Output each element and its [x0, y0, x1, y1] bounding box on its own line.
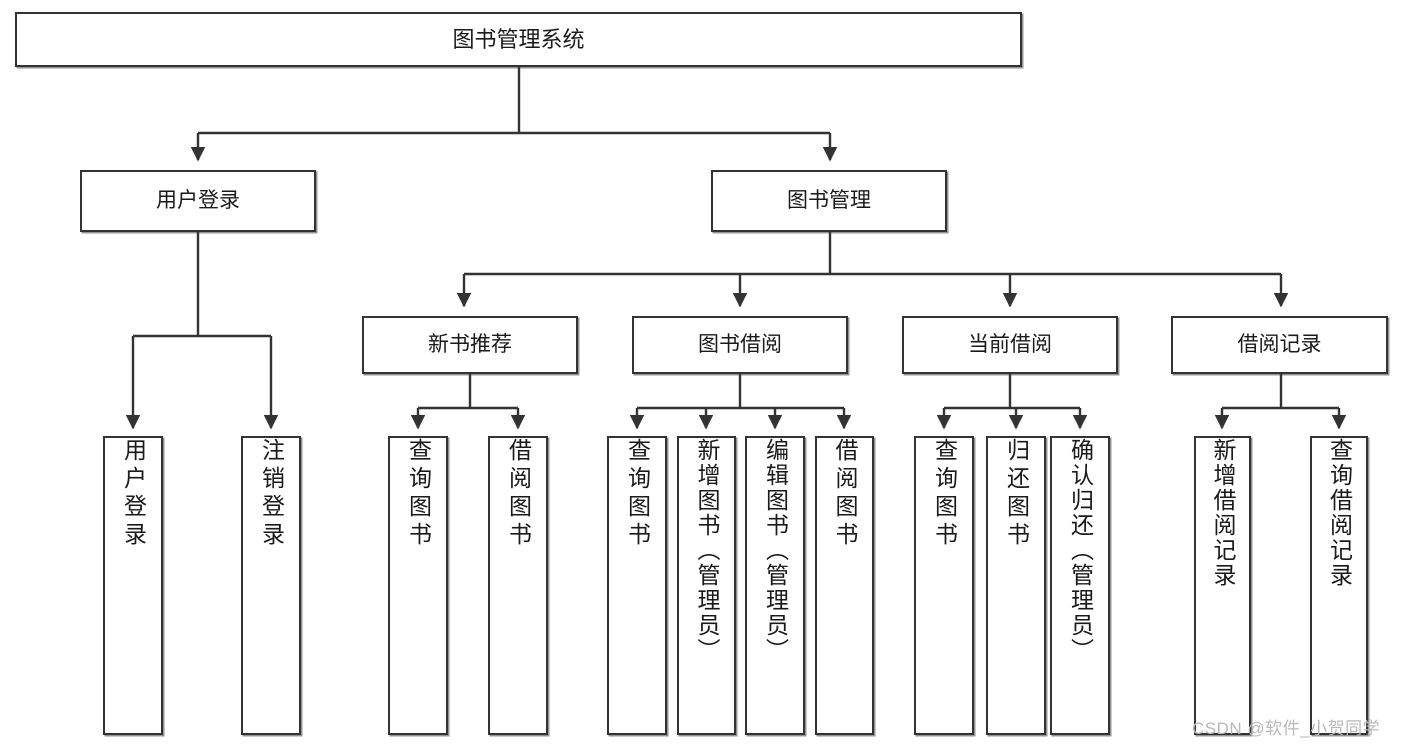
csdn-watermark: CSDN @软件_小贺同学 — [1192, 719, 1381, 738]
node-label: 编辑图书（管理员） — [762, 438, 789, 663]
leaf-query-borrow-record[interactable]: 查询借阅记录 — [1310, 436, 1368, 735]
leaf-add-borrow-record[interactable]: 新增借阅记录 — [1194, 436, 1251, 735]
node-label: 图书借阅 — [698, 332, 782, 356]
node-label: 用户登录 — [156, 188, 240, 212]
node-label: 查询图书 — [405, 438, 432, 550]
leaf-borrow-books-borrowing[interactable]: 借阅图书 — [815, 436, 874, 735]
node-new-book-recommendation[interactable]: 新书推荐 — [362, 316, 578, 374]
node-label: 查询图书 — [624, 438, 651, 550]
node-label: 借阅记录 — [1237, 332, 1322, 356]
node-label: 图书管理系统 — [452, 26, 585, 52]
node-label: 当前借阅 — [968, 332, 1052, 356]
node-label: 确认归还（管理员） — [1067, 438, 1094, 663]
node-label: 新书推荐 — [428, 332, 512, 356]
node-label: 图书管理 — [787, 188, 871, 212]
node-label: 查询图书 — [931, 438, 958, 550]
node-current-borrowing[interactable]: 当前借阅 — [902, 316, 1118, 374]
leaf-borrow-books-recommendation[interactable]: 借阅图书 — [488, 436, 548, 735]
leaf-add-book-admin[interactable]: 新增图书（管理员） — [677, 436, 736, 735]
leaf-return-books[interactable]: 归还图书 — [986, 436, 1046, 735]
leaf-confirm-return-admin[interactable]: 确认归还（管理员） — [1050, 436, 1110, 735]
node-label: 用户登录 — [120, 438, 147, 550]
node-label: 归还图书 — [1003, 438, 1030, 550]
leaf-user-login[interactable]: 用户登录 — [103, 436, 163, 735]
node-label: 查询借阅记录 — [1326, 438, 1353, 588]
leaf-query-books-recommendation[interactable]: 查询图书 — [388, 436, 448, 735]
node-borrowing-records[interactable]: 借阅记录 — [1171, 316, 1388, 374]
node-book-borrowing[interactable]: 图书借阅 — [632, 316, 848, 374]
node-user-login[interactable]: 用户登录 — [80, 170, 316, 232]
leaf-logout-login[interactable]: 注销登录 — [241, 436, 301, 735]
node-label: 新增借阅记录 — [1210, 438, 1236, 588]
node-label: 新增图书（管理员） — [694, 438, 720, 663]
leaf-query-books-borrowing[interactable]: 查询图书 — [607, 436, 667, 735]
node-label: 注销登录 — [258, 438, 285, 550]
node-label: 借阅图书 — [505, 438, 532, 550]
leaf-query-books-current[interactable]: 查询图书 — [914, 436, 974, 735]
leaf-edit-book-admin[interactable]: 编辑图书（管理员） — [745, 436, 805, 735]
node-label: 借阅图书 — [832, 438, 858, 550]
node-root-book-management-system[interactable]: 图书管理系统 — [15, 12, 1022, 67]
node-book-management[interactable]: 图书管理 — [711, 170, 947, 232]
